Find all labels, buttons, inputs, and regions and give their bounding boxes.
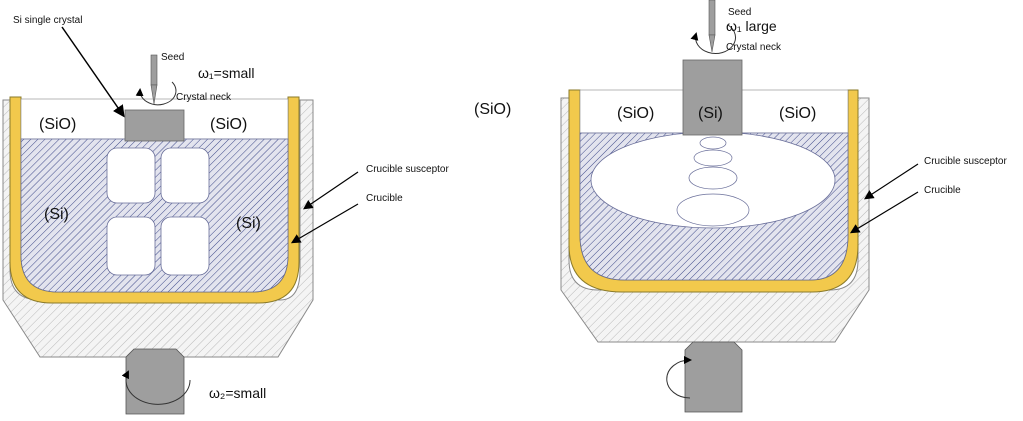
right-flow-ring (699, 136, 727, 150)
right-bottom-shaft (684, 341, 743, 413)
label-omega1: ω₁ large (726, 18, 777, 34)
label-sio-left: (SiO) (39, 116, 76, 133)
label-crucible-susceptor: Crucible susceptor (924, 156, 1007, 167)
label-crucible: Crucible (366, 193, 403, 204)
right-crucible-pointer (849, 191, 919, 234)
left-flow-cell (106, 216, 156, 276)
left-outer-housing (2, 99, 314, 358)
right-outer-housing (560, 97, 870, 343)
label-crystal-neck: Crystal neck (726, 42, 782, 53)
right-flow-ring (676, 193, 750, 227)
left-flow-cell (160, 216, 210, 276)
left-rotation-arrow-top (135, 81, 177, 106)
label-seed: Seed (161, 52, 184, 63)
left-bottom-shaft (125, 348, 185, 415)
left-crystal-pointer (61, 26, 125, 118)
left-crucible-pointer (290, 203, 359, 244)
label-crucible-susceptor: Crucible susceptor (366, 164, 449, 175)
right-flow-ring (693, 149, 733, 167)
left-susceptor-pointer (303, 171, 359, 210)
left-crystal (124, 109, 185, 142)
left-seed-tip (150, 84, 158, 105)
left-rotation-arrow-bottom (121, 370, 191, 405)
label-si-left: (Si) (44, 206, 69, 223)
left-panel: Si single crystal Seed ω₁=small Crystal … (2, 15, 449, 415)
left-seed-rod (150, 54, 158, 86)
right-rotation-arrow-bottom (666, 356, 692, 399)
right-crystal (682, 59, 743, 136)
right-flow-ring (688, 166, 738, 190)
label-si-center: (Si) (698, 105, 723, 122)
left-flow-cell (106, 147, 156, 204)
label-sio-right: (SiO) (779, 105, 816, 122)
label-omega2: ω₂=small (209, 385, 266, 401)
left-melt (20, 138, 289, 293)
right-panel: Seed ω₁ large Crystal neck (SiO) (Si) (S… (560, 0, 1007, 413)
right-rotation-arrow-top (690, 24, 737, 54)
label-omega1: ω₁=small (198, 65, 255, 81)
label-si-right: (Si) (236, 215, 261, 232)
label-crystal-neck: Crystal neck (176, 92, 232, 103)
right-susceptor-pointer (863, 163, 919, 200)
label-sio-left: (SiO) (617, 105, 654, 122)
right-seed-rod (708, 0, 716, 36)
right-seed-tip (708, 34, 716, 53)
label-crucible: Crucible (924, 185, 961, 196)
left-flow-cell (160, 147, 210, 204)
label-sio-middle: (SiO) (474, 101, 512, 118)
label-seed: Seed (728, 7, 751, 18)
label-sio-right: (SiO) (210, 116, 247, 133)
label-si-single-crystal: Si single crystal (13, 15, 82, 26)
